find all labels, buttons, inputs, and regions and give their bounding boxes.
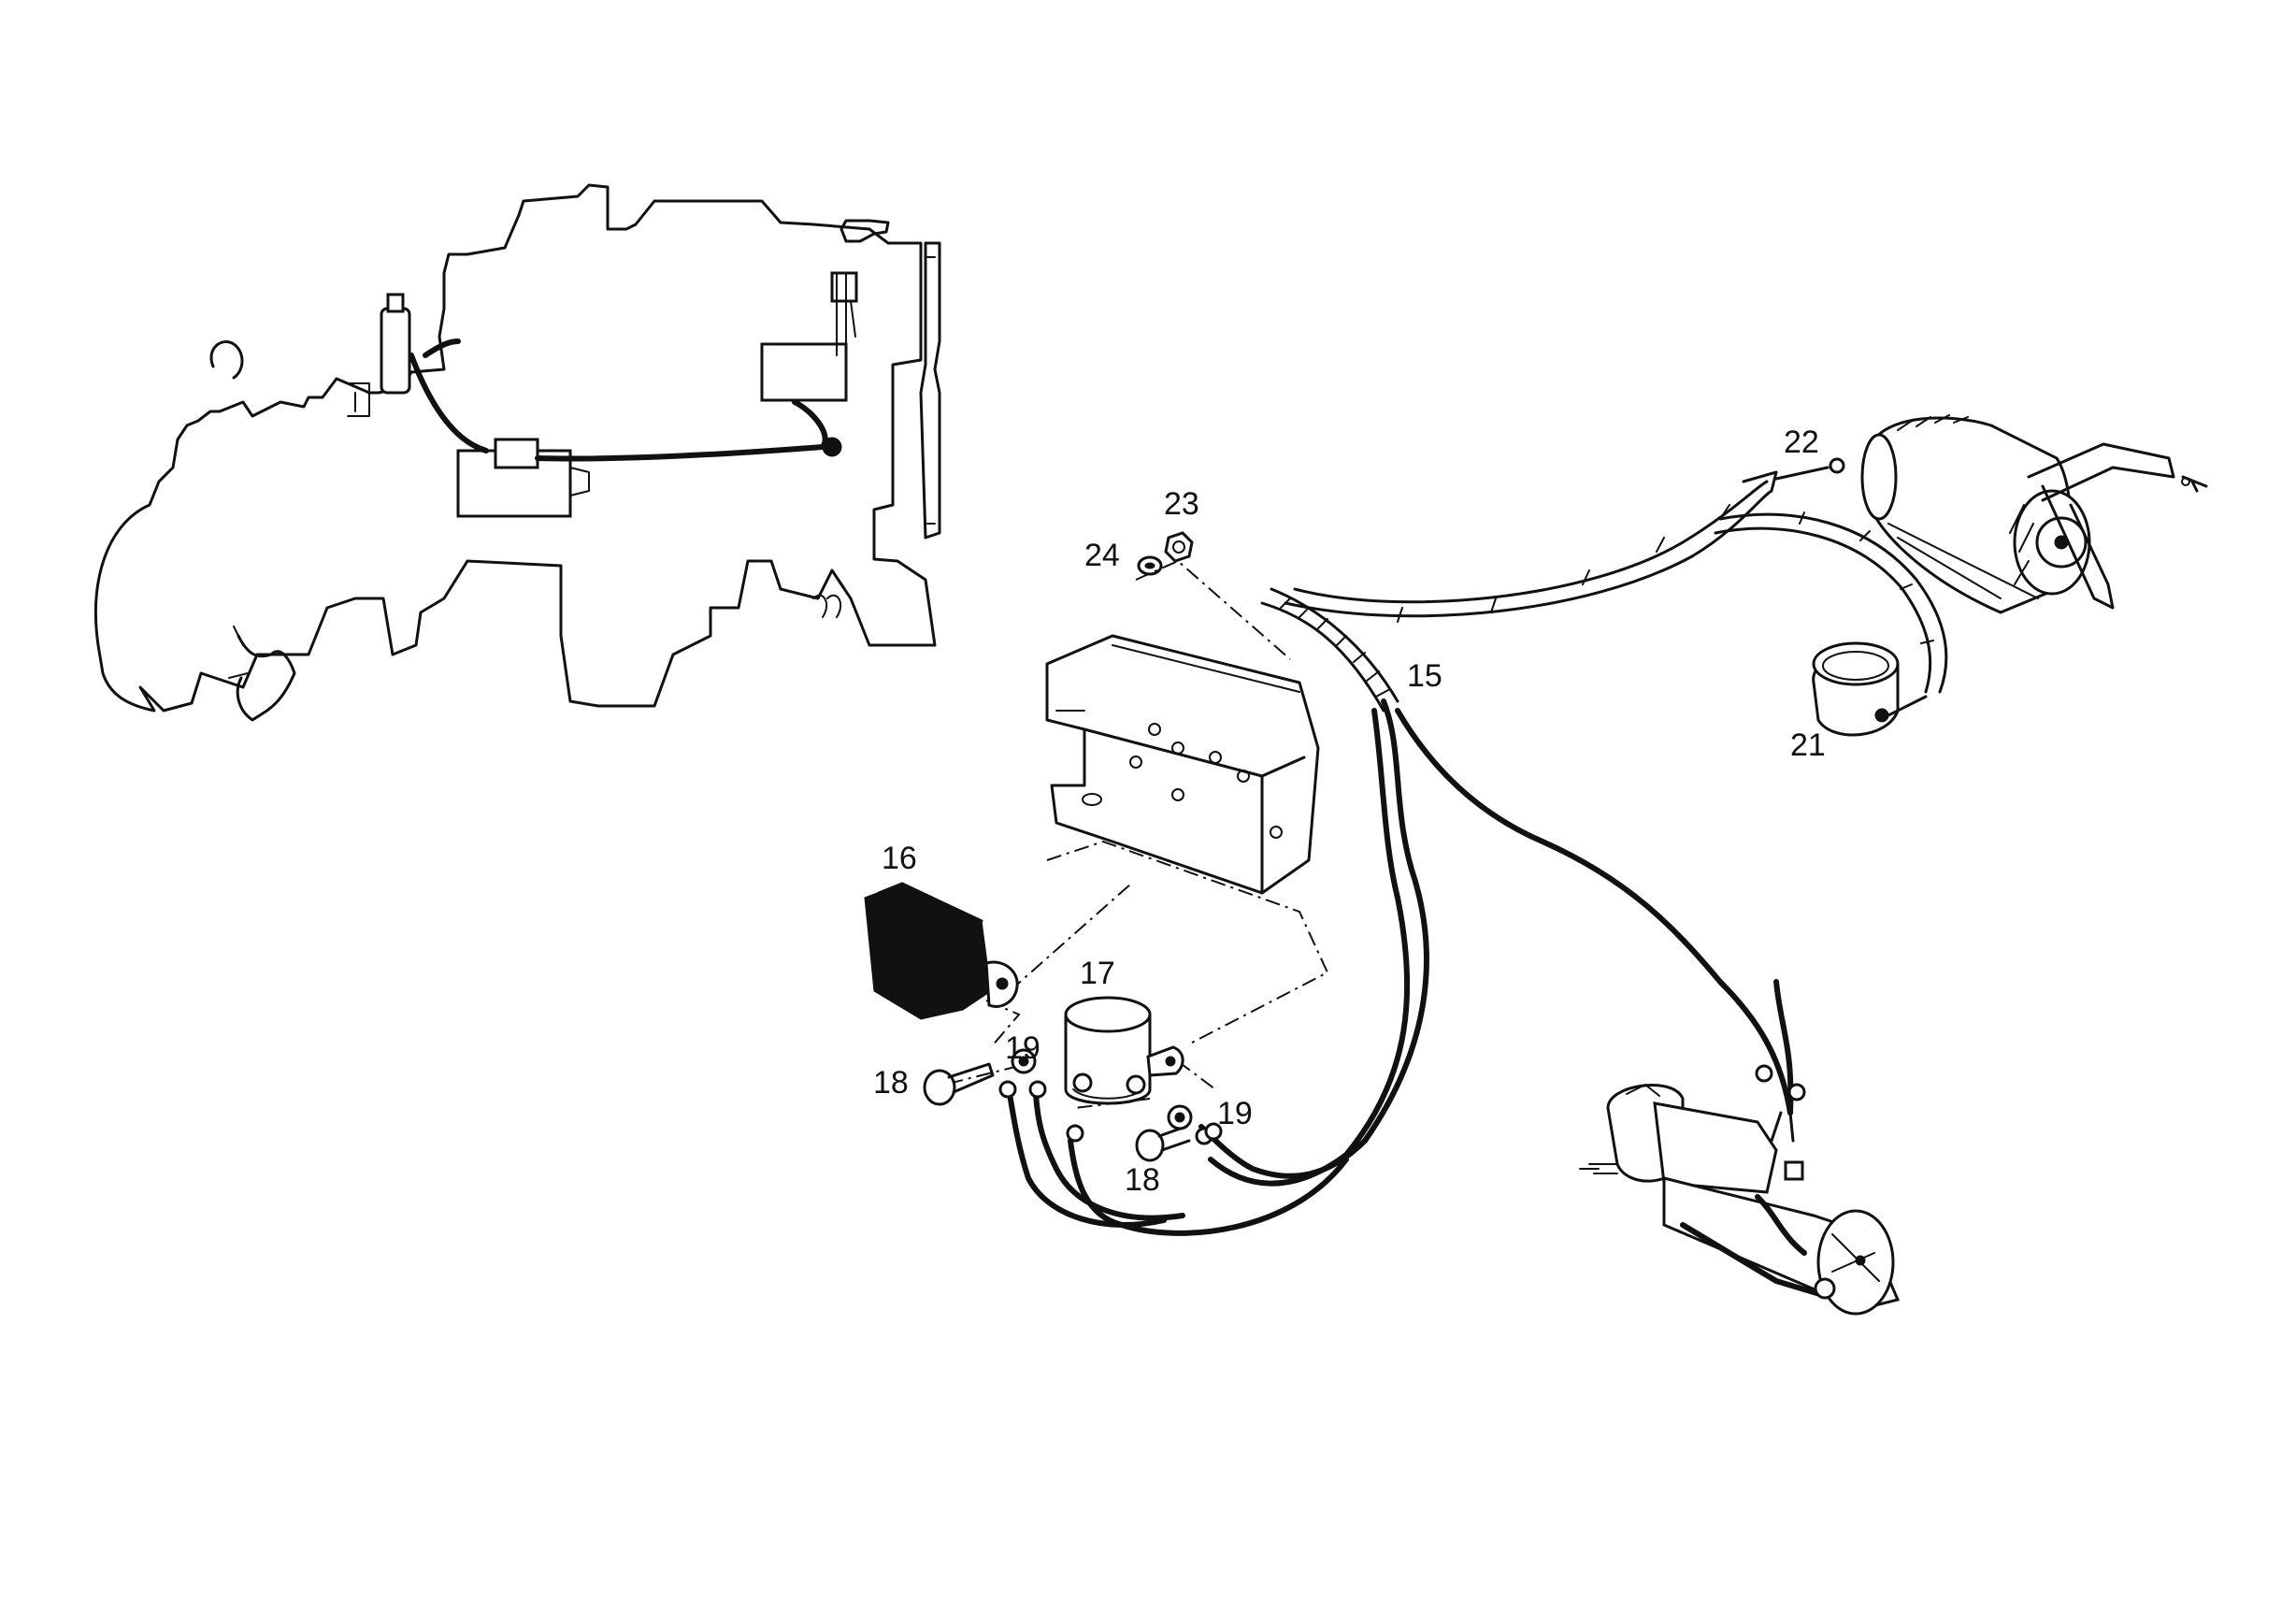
sender-21: [1812, 641, 1928, 737]
callout-18-left: 18: [873, 1065, 909, 1101]
washer-24: [1137, 555, 1163, 576]
callout-16: 16: [882, 841, 917, 876]
callout-18-right: 18: [1125, 1162, 1160, 1198]
starter-motor: [1579, 1084, 1901, 1316]
callout-24: 24: [1084, 538, 1120, 573]
callout-23: 23: [1164, 486, 1199, 522]
bolt-18-right: [1135, 1125, 1191, 1162]
callout-15: 15: [1407, 658, 1442, 694]
callout-21: 21: [1790, 727, 1826, 763]
bolt-18-left: [923, 1062, 995, 1106]
callout-22: 22: [1784, 425, 1819, 460]
solenoid-17: [1064, 996, 1184, 1105]
callout-19-left: 19: [1005, 1030, 1040, 1066]
wiring-harness-15: [998, 457, 1948, 1236]
callout-17: 17: [1080, 956, 1115, 991]
washer-19-right: [1167, 1104, 1193, 1130]
mounting-bracket: [1045, 634, 1320, 895]
nut-23: [1164, 531, 1194, 563]
engine-overview: [94, 183, 941, 722]
callout-labels: 15 16 17 18 18 19 19 21 22 23 24: [873, 425, 1826, 1198]
washer-19-left: [1011, 1048, 1037, 1074]
relay-16: [864, 882, 1019, 1020]
assembly-lines: [943, 559, 1329, 1109]
callout-19-right: 19: [1217, 1096, 1253, 1131]
alternator-22: [1860, 414, 2208, 614]
